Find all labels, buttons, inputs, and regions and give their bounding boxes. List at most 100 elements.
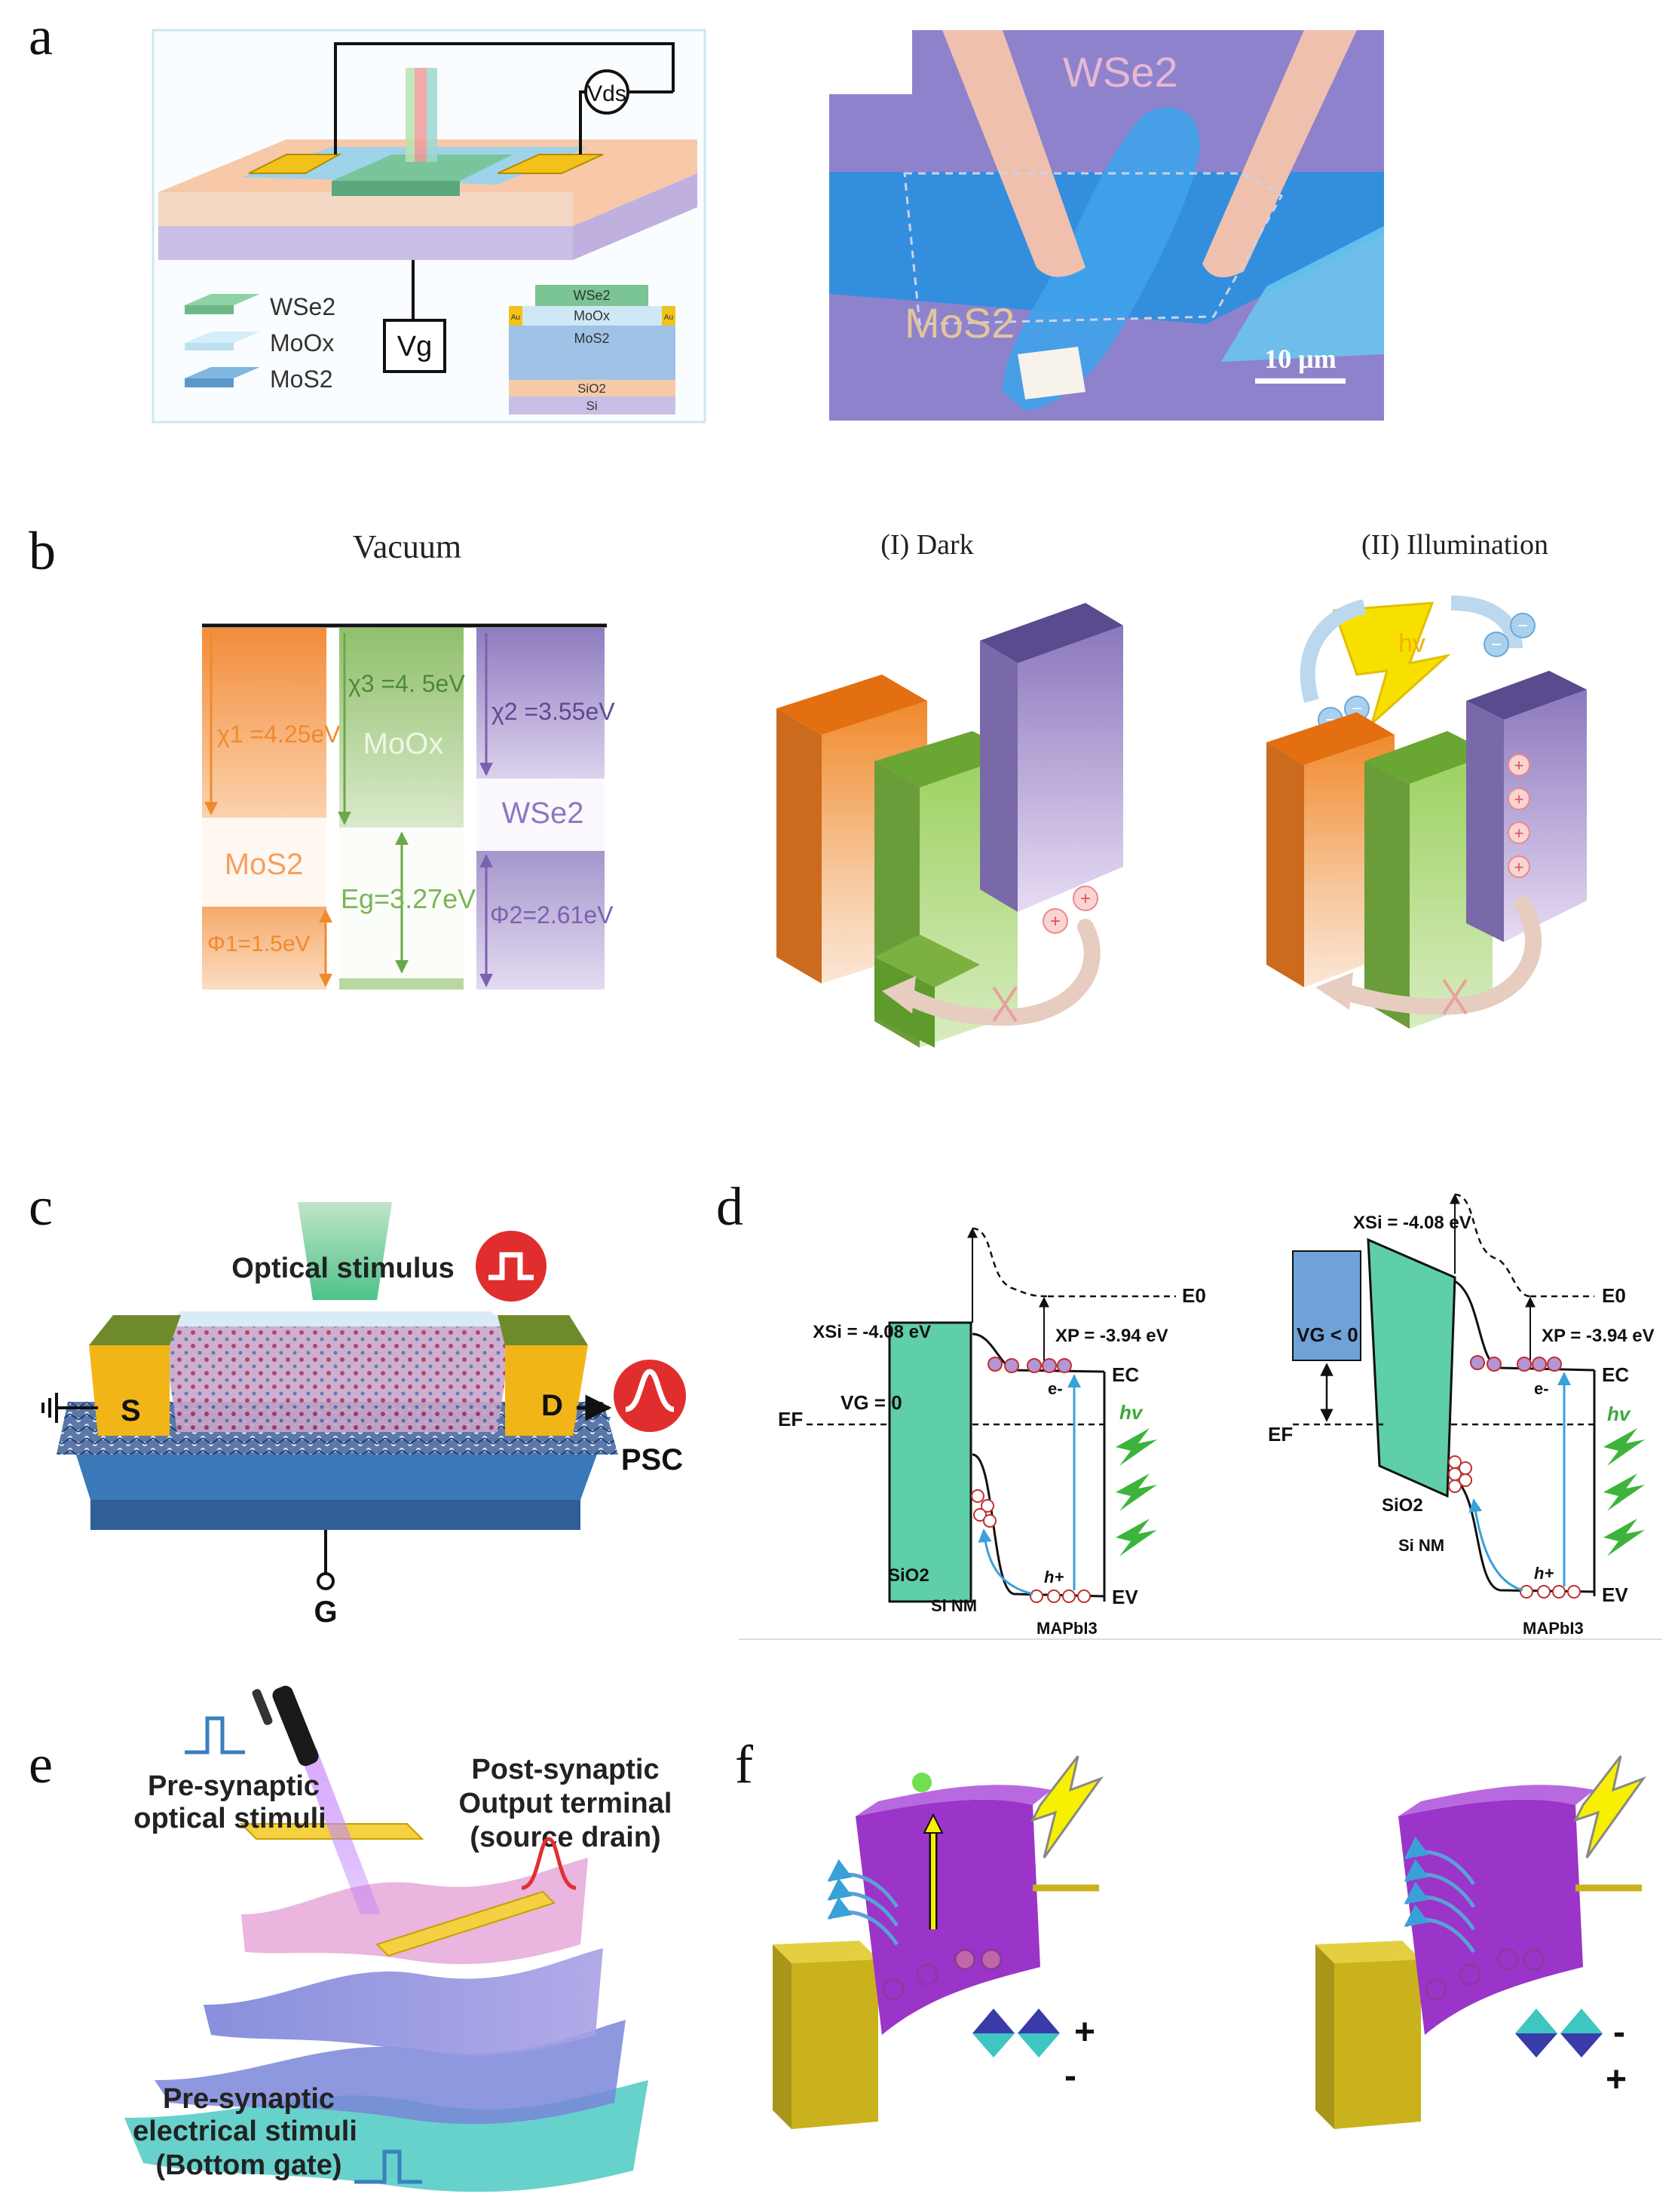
d-left-sio2 <box>888 1321 972 1603</box>
drain-electrode-top <box>498 1315 588 1345</box>
stack-sio2-label: SiO2 <box>577 381 606 396</box>
d-right-vg-label: VG < 0 <box>1297 1323 1358 1346</box>
d-right-sio2-label: SiO2 <box>1382 1495 1423 1516</box>
illum-hole-4-sign: + <box>1514 858 1524 877</box>
dark-hole-1 <box>1043 908 1068 934</box>
d-left-ec-label: EC <box>1112 1363 1139 1386</box>
gate-label: G <box>314 1596 337 1629</box>
top-layer <box>241 1858 588 1965</box>
d-left-vg-label: VG = 0 <box>841 1391 902 1414</box>
optical-pulse-symbol <box>185 1716 245 1755</box>
f-right-gold-block <box>1334 1960 1421 2129</box>
illum-electron-3 <box>1484 632 1509 657</box>
d-right-electron-label: e- <box>1534 1379 1549 1398</box>
d-left-ef-label: EF <box>778 1408 803 1430</box>
micrograph-wse2-label: WSe2 <box>1063 48 1178 96</box>
psc-pulse-icon <box>614 1360 686 1432</box>
d-right-hv-label: hv <box>1607 1403 1631 1425</box>
channel-layer <box>204 1948 603 2057</box>
d-right-light-3 <box>1603 1519 1645 1556</box>
d-left-sio2-label: SiO2 <box>888 1565 929 1586</box>
d-left-sinm-label: Si NM <box>931 1596 977 1615</box>
stack-moox-label: MoOx <box>574 308 610 323</box>
f-left-gold-top <box>773 1941 878 1963</box>
d-right-mapbi-label: MAPbI3 <box>1523 1619 1584 1638</box>
d-left-xp-label: XP = -3.94 eV <box>1055 1326 1168 1346</box>
pre-optical-label-1: Pre-synaptic <box>148 1770 320 1802</box>
svg-text:−: − <box>1517 616 1528 636</box>
f-right-purple-band <box>1398 1799 1583 2035</box>
illumination-light-icon <box>1332 601 1452 727</box>
dark-hole-2-sign: + <box>1080 889 1091 909</box>
mos2-valence-band <box>202 907 326 990</box>
wse2-band-label: WSe2 <box>502 797 584 830</box>
wse2-conduction-band <box>476 628 605 779</box>
vds-wire <box>334 42 675 155</box>
panel-letter-d: d <box>716 1176 743 1237</box>
illum-hole-4 <box>1508 855 1530 878</box>
dark-hole-2 <box>1073 886 1098 911</box>
f-left-gold-block <box>792 1960 878 2129</box>
moox-band-label: MoOx <box>363 727 444 760</box>
right-electrode <box>497 154 604 174</box>
f-right-dipole-2-top <box>1560 2009 1603 2033</box>
f-left-light-icon <box>1030 1755 1104 1859</box>
f-right-gold-top <box>1315 1941 1421 1963</box>
f-right-sign-top: - <box>1613 2012 1625 2052</box>
illum-blocked-mark <box>1442 978 1468 1015</box>
d-right-xsi-label: XSi = -4.08 eV <box>1353 1213 1471 1233</box>
micrograph-electrode-right <box>1202 30 1357 277</box>
post-pulse-symbol <box>521 1837 577 1890</box>
dark-mos2-top <box>776 675 927 735</box>
electrical-pulse-symbol <box>354 2149 422 2184</box>
illum-electron-4 <box>1510 613 1536 638</box>
legend-mos2: MoS2 <box>270 366 333 393</box>
scale-bar-label: 10 μm <box>1264 344 1336 374</box>
f-left-dipole-1-bottom <box>972 2033 1015 2057</box>
stack-au-left: Au <box>511 314 520 322</box>
d-right-sio2 <box>1367 1238 1456 1498</box>
optical-pulse-icon <box>476 1231 547 1302</box>
drain-electrode <box>505 1345 588 1436</box>
svg-text:−: − <box>1491 635 1502 655</box>
pre-optical-label-2: optical stimuli <box>133 1803 326 1834</box>
legend-wse2: WSe2 <box>270 293 335 320</box>
f-left-dipole-1-top <box>972 2009 1015 2033</box>
dark-blocked-mark <box>992 986 1018 1023</box>
eg-label: Eg=3.27eV <box>341 883 476 914</box>
dark-label: (I) Dark <box>880 529 973 561</box>
vds-label: Vds <box>587 81 626 106</box>
panel-letter-e: e <box>29 1734 53 1794</box>
d-right-light-2 <box>1603 1473 1645 1511</box>
panel-letter-c: c <box>29 1176 53 1237</box>
laser-beam <box>298 1748 381 1914</box>
schematic-legend: WSe2 MoOx MoS2 <box>185 293 335 393</box>
pre-electrical-label-1: Pre-synaptic <box>163 2083 335 2115</box>
dark-wse2-block <box>1018 626 1123 912</box>
d-right-gate-block <box>1292 1250 1361 1361</box>
mos2-band-label: MoS2 <box>225 848 304 881</box>
panel-b-dark: (I) Dark + + <box>776 529 1123 1048</box>
pre-electrical-label-2: electrical stimuli <box>133 2116 357 2147</box>
panel-f-left: + - <box>773 1755 1104 2129</box>
panel-a-schematic: Vds Vg WSe2 MoOx MoS2 WSe2 MoOx Au Au <box>152 29 706 424</box>
legend-moox: MoOx <box>270 329 334 356</box>
stack-au-right: Au <box>664 314 673 322</box>
illum-hole-2 <box>1508 788 1530 810</box>
d-right-xp-label: XP = -3.94 eV <box>1542 1326 1655 1346</box>
d-left-e0-label: E0 <box>1182 1284 1206 1307</box>
vg-label: Vg <box>397 331 432 363</box>
panel-d-right: VG < 0 SiO2 XSi = -4.08 eV E0 XP = -3.94… <box>739 1193 1662 1640</box>
source-label: S <box>121 1394 141 1427</box>
pre-electrical-label-3: (Bottom gate) <box>156 2149 342 2181</box>
d-left-electron-label: e- <box>1048 1379 1063 1398</box>
illum-mos2-top <box>1266 712 1395 765</box>
f-left-purple-band <box>856 1799 1040 2035</box>
panel-f-right: - + <box>1315 1755 1647 2129</box>
d-left-xsi-label: XSi = -4.08 eV <box>813 1322 931 1342</box>
illum-hole-3-sign: + <box>1514 824 1524 843</box>
scale-bar <box>1255 378 1346 384</box>
perovskite-layer <box>162 1326 513 1432</box>
illumination-hv-label: hv <box>1398 629 1425 658</box>
